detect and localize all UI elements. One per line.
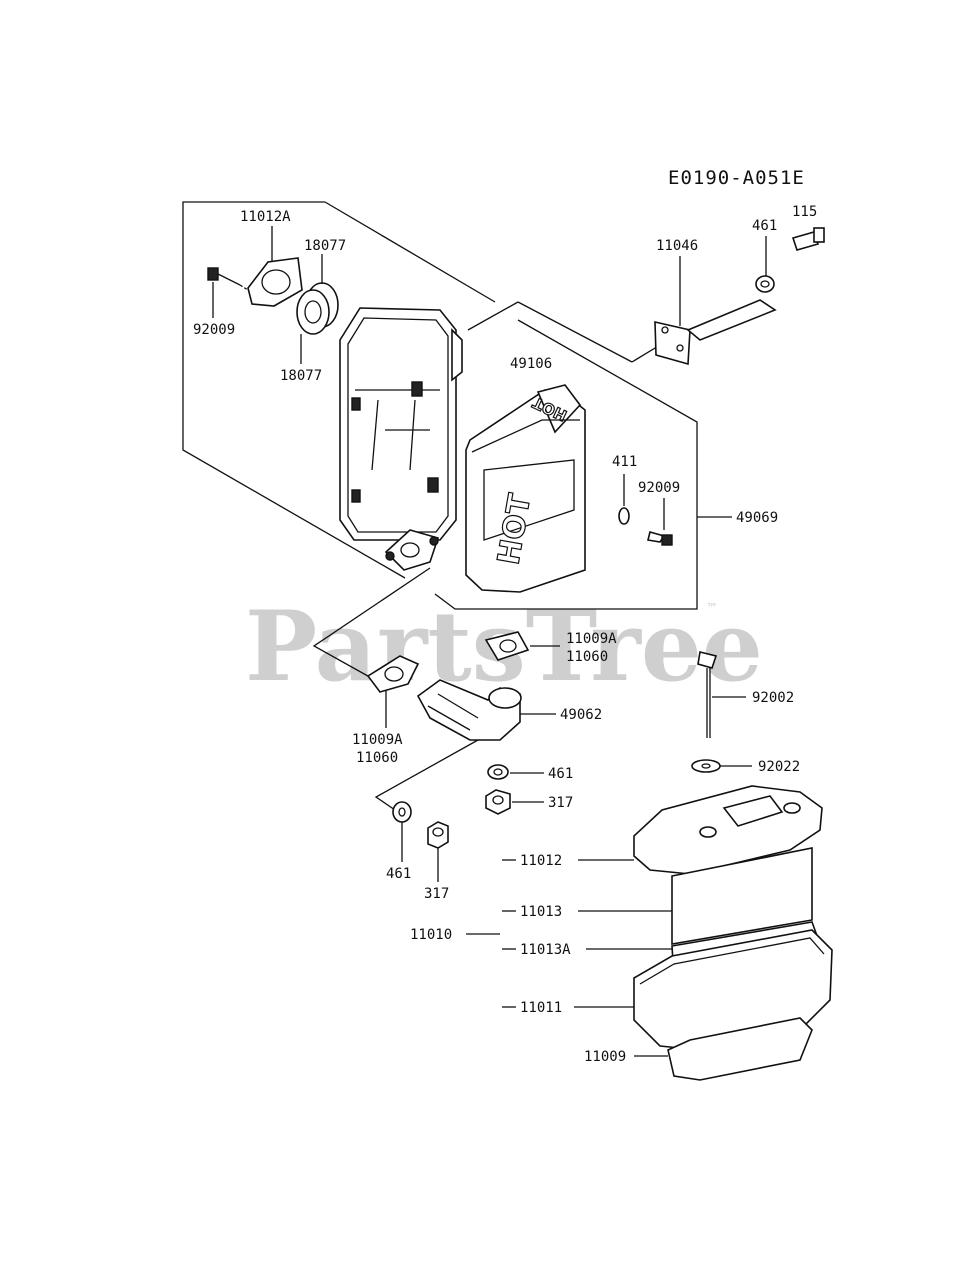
label-11046: 11046 [656, 238, 698, 254]
exhaust-pipe [416, 679, 522, 741]
label-18077-b: 18077 [280, 368, 322, 384]
label-115: 115 [792, 204, 817, 220]
label-92009-a: 92009 [193, 322, 235, 338]
bracket [654, 299, 777, 366]
label-92009-b: 92009 [638, 480, 680, 496]
label-49106: 49106 [510, 356, 552, 372]
washer-411 [618, 507, 630, 525]
muffler [339, 307, 463, 541]
lock-washer-low [392, 801, 412, 823]
label-11012A: 11012A [240, 209, 291, 225]
spark-arrester-screen [296, 282, 339, 335]
label-49062: 49062 [560, 707, 602, 723]
part-labels: 115 461 11012A 18077 18077 92009 11046 4… [193, 204, 817, 1065]
label-11013A: 11013A [520, 942, 571, 958]
label-411: 411 [612, 454, 637, 470]
label-92002: 92002 [752, 690, 794, 706]
label-461-low: 461 [386, 866, 411, 882]
label-11012: 11012 [520, 853, 562, 869]
bolt-top [791, 227, 825, 251]
label-317-mid: 317 [548, 795, 573, 811]
washer-92022 [691, 759, 721, 773]
gasket-left [366, 655, 420, 693]
diagram-code: E0190-A051E [668, 167, 805, 189]
assembly-frame-lines [182, 201, 698, 811]
nut-mid [485, 789, 511, 815]
air-cleaner-base [633, 929, 833, 1051]
air-filter-pre-cleaner [671, 847, 813, 945]
lock-washer-mid [487, 764, 509, 780]
heat-shield: HOT HOT [465, 384, 586, 593]
leader-lines [212, 226, 767, 1057]
muffler-outlet-flange [384, 529, 440, 571]
label-11009A-right: 11009A [566, 631, 617, 647]
stud [697, 651, 718, 738]
label-11011: 11011 [520, 1000, 562, 1016]
label-11060-right: 11060 [566, 649, 608, 665]
label-317-low: 317 [424, 886, 449, 902]
label-11009A-left: 11009A [352, 732, 403, 748]
label-461-top: 461 [752, 218, 777, 234]
lock-washer-top [755, 275, 775, 293]
label-92022: 92022 [758, 759, 800, 775]
label-49069: 49069 [736, 510, 778, 526]
gasket-right [484, 631, 530, 661]
label-18077-a: 18077 [304, 238, 346, 254]
cover-plate [247, 257, 303, 307]
label-11060-left: 11060 [356, 750, 398, 766]
label-11010: 11010 [410, 927, 452, 943]
air-cleaner-cover [633, 785, 823, 875]
label-11013: 11013 [520, 904, 562, 920]
watermark-trademark: ™ [706, 601, 718, 615]
bolt-left [207, 267, 249, 291]
bolt-right [647, 531, 673, 546]
air-cleaner-gasket [667, 1017, 813, 1081]
nut-low [427, 821, 449, 849]
label-11009: 11009 [584, 1049, 626, 1065]
label-461-mid: 461 [548, 766, 573, 782]
